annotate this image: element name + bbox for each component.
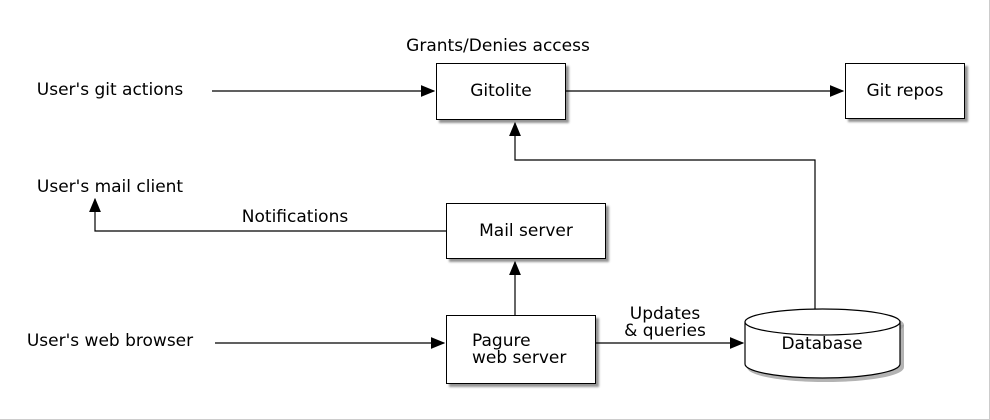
node-gitolite-label: Gitolite <box>470 81 532 101</box>
node-pagure-web-server: Pagure web server <box>446 315 596 384</box>
label-updates-line1: Updates <box>629 304 701 324</box>
node-gitolite: Gitolite <box>436 63 566 120</box>
label-users-web-browser: User's web browser <box>26 331 194 351</box>
node-mail-server: Mail server <box>446 203 606 259</box>
edge-database-to-gitolite <box>509 121 816 309</box>
node-pagure-label-line2: web server <box>472 347 567 368</box>
label-grants-denies-access: Grants/Denies access <box>406 36 590 56</box>
label-users-git-actions: User's git actions <box>36 80 184 100</box>
database-cylinder-top <box>744 308 901 336</box>
database-cylinder <box>744 308 904 382</box>
node-mail-server-label: Mail server <box>479 220 573 241</box>
label-updates-queries: Updates & queries <box>624 306 706 340</box>
node-git-repos: Git repos <box>845 63 965 119</box>
edge-mail-server-to-mail-client <box>89 197 446 232</box>
node-pagure-label-line1: Pagure <box>472 330 531 351</box>
label-users-mail-client: User's mail client <box>36 177 184 197</box>
label-notifications: Notifications <box>241 207 349 227</box>
node-pagure-label: Pagure web server <box>472 330 567 368</box>
node-database-label: Database <box>781 334 863 354</box>
label-updates-line2: & queries <box>624 321 706 341</box>
node-git-repos-label: Git repos <box>866 80 944 101</box>
database-cylinder-body <box>744 321 901 379</box>
